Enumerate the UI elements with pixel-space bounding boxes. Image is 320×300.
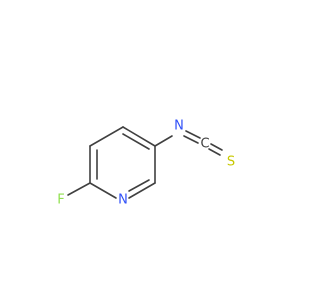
bond-nring-c6 xyxy=(89,182,117,199)
bond-nncs-c-a xyxy=(185,130,201,139)
bond-c6-f xyxy=(67,182,91,196)
bond-c5-nring xyxy=(128,182,156,199)
bond-c4-nncs xyxy=(154,135,173,147)
atom-n-ncs-label: N xyxy=(174,119,184,134)
atom-s-label: S xyxy=(227,155,235,170)
atom-labels: F N N C S xyxy=(57,119,235,208)
bond-c5-nring-inner xyxy=(128,179,150,192)
bonds xyxy=(67,126,223,199)
bond-c-s-a xyxy=(210,143,223,151)
atom-f-label: F xyxy=(57,193,64,208)
atom-c-ncs-label: C xyxy=(200,137,209,152)
bond-nncs-c-b xyxy=(183,135,199,144)
atom-n-ring-label: N xyxy=(118,193,128,208)
bond-c3-c4-inner xyxy=(122,133,150,150)
bond-c2-c3 xyxy=(89,126,124,147)
molecule-structure: F N N C S xyxy=(57,119,235,208)
bond-c3-c4 xyxy=(122,126,156,147)
bond-c-s-b xyxy=(208,148,221,156)
